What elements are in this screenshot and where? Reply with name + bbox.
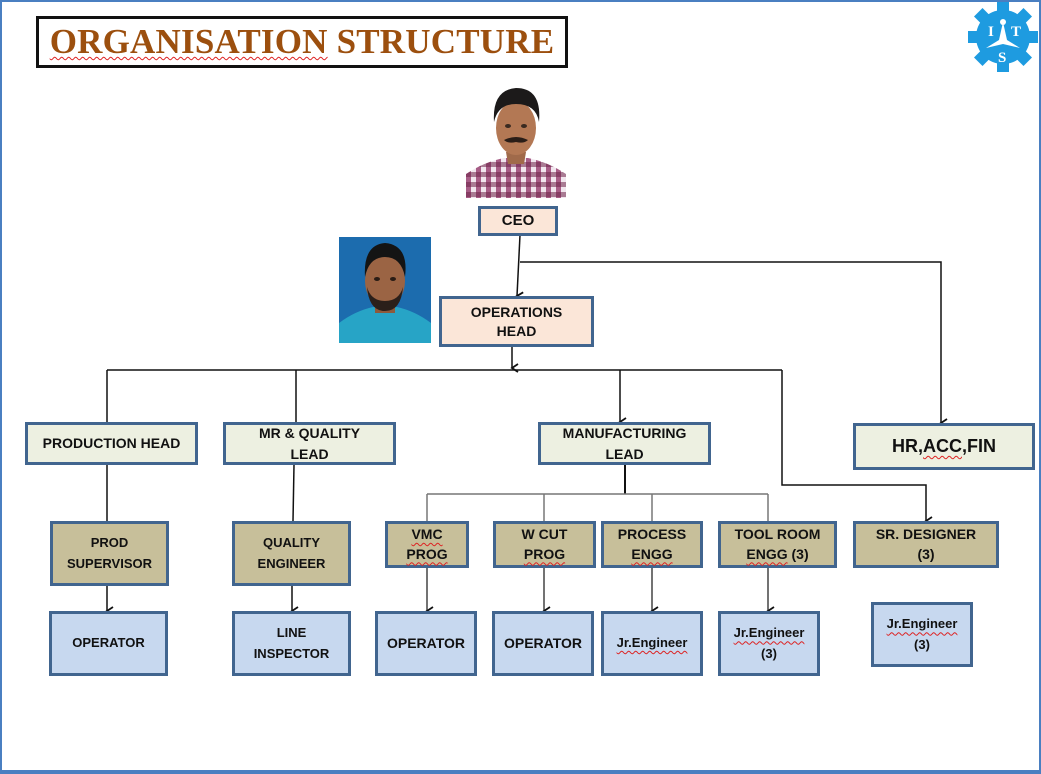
- node-jr-engineer-toolroom[interactable]: Jr.Engineer (3): [718, 611, 820, 676]
- node-production-head[interactable]: PRODUCTION HEAD: [25, 422, 198, 465]
- node-process-engg[interactable]: PROCESS ENGG: [601, 521, 703, 568]
- node-line-inspector-line2: INSPECTOR: [253, 645, 330, 661]
- node-prod-supervisor[interactable]: PROD SUPERVISOR: [50, 521, 169, 586]
- logo-letter-t: T: [1011, 24, 1021, 40]
- node-w-cut-prog-line2: PROG: [523, 545, 566, 562]
- node-mr-quality-lead-line1: MR & QUALITY: [258, 425, 361, 442]
- node-sr-designer[interactable]: SR. DESIGNER (3): [853, 521, 999, 568]
- node-w-cut-prog-line1: W CUT: [521, 525, 568, 542]
- ceo-photo: [466, 82, 566, 198]
- node-operator-vmc-label: OPERATOR: [386, 635, 466, 652]
- engg-text: ENGG: [746, 545, 788, 562]
- connector-ceo-ops: [515, 234, 524, 302]
- operations-head-photo: [339, 237, 431, 343]
- page-title: ORGANISATION STRUCTURE: [50, 22, 555, 62]
- node-operations-head-line1: OPERATIONS: [470, 304, 563, 321]
- node-line-inspector[interactable]: LINE INSPECTOR: [232, 611, 351, 676]
- node-operator-prod[interactable]: OPERATOR: [49, 611, 168, 676]
- node-tool-room-engg-line2: ENGG (3): [746, 545, 808, 565]
- node-quality-engineer-line1: QUALITY: [262, 535, 321, 551]
- node-jr-engineer-design-line2: (3): [914, 636, 930, 652]
- node-jr-engineer-toolroom-line2: (3): [761, 645, 777, 661]
- node-operator-wcut-label: OPERATOR: [503, 635, 583, 652]
- node-ceo-label: CEO: [501, 212, 535, 230]
- fin-text: ,FIN: [962, 435, 996, 456]
- title-word-structure: STRUCTURE: [336, 22, 555, 61]
- node-tool-room-engg-line1: TOOL ROOM: [734, 525, 821, 542]
- acc-text: ACC: [923, 435, 962, 456]
- logo-letter-s: S: [998, 50, 1006, 66]
- node-manufacturing-lead-line1: MANUFACTURING: [562, 425, 687, 442]
- node-vmc-prog-line1: VMC: [411, 525, 443, 542]
- node-operator-vmc[interactable]: OPERATOR: [375, 611, 477, 676]
- page-title-box: ORGANISATION STRUCTURE: [36, 16, 568, 68]
- count-text: (3): [787, 545, 809, 562]
- node-tool-room-engg[interactable]: TOOL ROOM ENGG (3): [718, 521, 837, 568]
- node-manufacturing-lead[interactable]: MANUFACTURING LEAD: [538, 422, 711, 465]
- connector-to-sr-designer: [781, 370, 933, 526]
- node-jr-engineer-design-line1: Jr.Engineer: [886, 616, 958, 632]
- node-jr-engineer-process[interactable]: Jr.Engineer: [601, 611, 703, 676]
- node-hr-acc-fin[interactable]: HR,ACC,FIN: [853, 423, 1035, 470]
- node-vmc-prog[interactable]: VMC PROG: [385, 521, 469, 568]
- node-mr-quality-lead[interactable]: MR & QUALITY LEAD: [223, 422, 396, 465]
- node-process-engg-line1: PROCESS: [617, 525, 687, 542]
- title-word-organisation: ORGANISATION: [49, 22, 328, 61]
- node-operations-head[interactable]: OPERATIONS HEAD: [439, 296, 594, 347]
- node-quality-engineer-line2: ENGINEER: [257, 555, 326, 571]
- node-sr-designer-line1: SR. DESIGNER: [875, 525, 977, 542]
- node-prod-supervisor-line1: PROD: [90, 535, 129, 551]
- node-manufacturing-lead-line2: LEAD: [605, 445, 644, 462]
- node-jr-engineer-design[interactable]: Jr.Engineer (3): [871, 602, 973, 667]
- gear-logo-icon: I T S: [966, 0, 1040, 74]
- node-sr-designer-line2: (3): [917, 545, 935, 562]
- node-operator-wcut[interactable]: OPERATOR: [492, 611, 594, 676]
- node-process-engg-line2: ENGG: [631, 545, 673, 562]
- node-jr-engineer-process-label: Jr.Engineer: [616, 635, 688, 651]
- node-vmc-prog-line2: PROG: [406, 545, 448, 562]
- connector-mr-quality-engineer: [292, 464, 295, 522]
- node-operations-head-line2: HEAD: [496, 322, 537, 339]
- node-quality-engineer[interactable]: QUALITY ENGINEER: [232, 521, 351, 586]
- node-mr-quality-lead-line2: LEAD: [290, 445, 329, 462]
- hr-text: HR,: [892, 435, 923, 456]
- node-jr-engineer-toolroom-line1: Jr.Engineer: [733, 625, 805, 641]
- node-line-inspector-line1: LINE: [276, 625, 307, 641]
- logo-letter-i: I: [988, 24, 994, 40]
- node-production-head-label: PRODUCTION HEAD: [42, 435, 181, 452]
- node-ceo[interactable]: CEO: [478, 206, 558, 236]
- node-operator-prod-label: OPERATOR: [72, 635, 145, 651]
- node-w-cut-prog[interactable]: W CUT PROG: [493, 521, 596, 568]
- node-hr-acc-fin-label: HR,ACC,FIN: [892, 435, 996, 458]
- connector-ceo-hr: [520, 261, 948, 428]
- node-prod-supervisor-line2: SUPERVISOR: [66, 555, 152, 571]
